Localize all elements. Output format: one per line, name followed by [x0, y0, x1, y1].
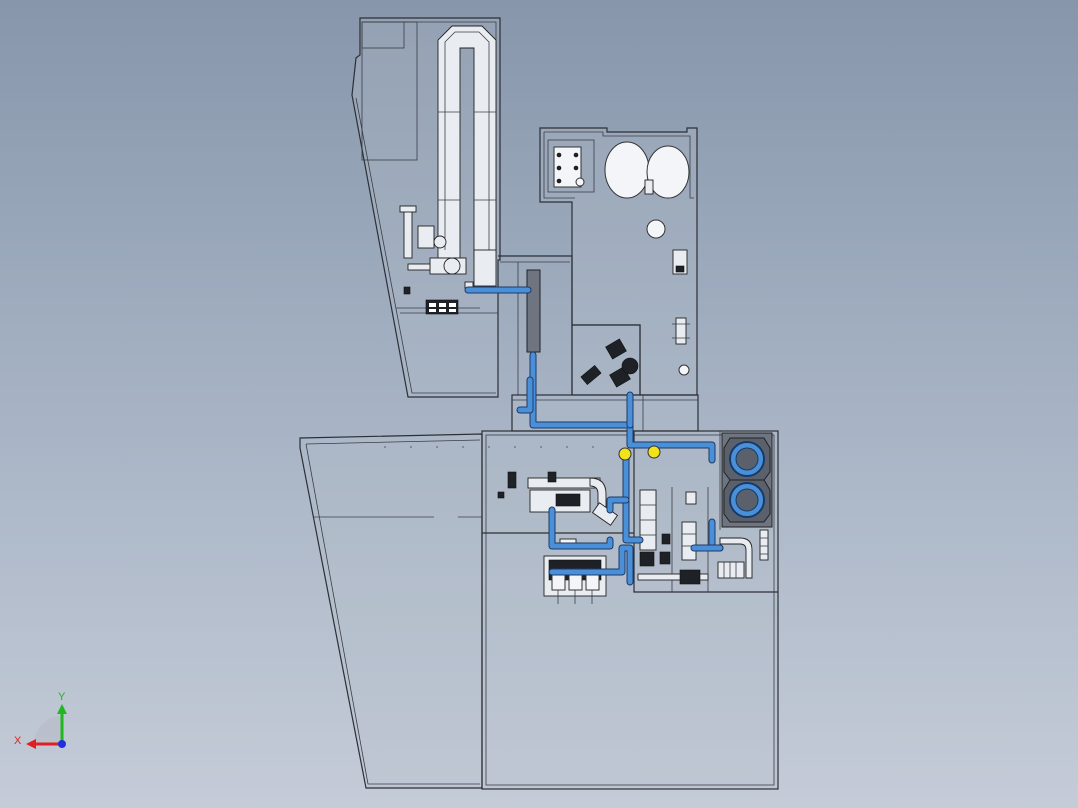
storage-room-small: [547, 139, 595, 193]
stair-unit: [759, 529, 769, 561]
duct-process-feed: [607, 497, 629, 513]
valves: [618, 445, 661, 461]
coordinate-axes-icon[interactable]: Y X: [14, 691, 67, 749]
rack-post-2: [573, 152, 579, 158]
vertical-duct-column: [526, 269, 541, 353]
upper-right-inner-wall: [544, 131, 694, 199]
machine-roller-a: [433, 235, 447, 249]
utility-column: [685, 491, 697, 505]
robot-base: [621, 357, 639, 375]
control-cabinet-window-1: [429, 303, 436, 307]
fan-2-hub: [735, 488, 759, 512]
valve-icon: [618, 447, 632, 461]
upper-right-wing: [539, 127, 698, 396]
rack-post-1: [556, 152, 562, 158]
control-cabinet-window-3: [449, 303, 456, 307]
upper-left-corner-box: [361, 21, 405, 49]
lower-left-sloped-wing: [299, 433, 483, 789]
ductwork: [464, 286, 724, 586]
duct-skid-feed: [549, 545, 633, 585]
stacking-unit: [717, 561, 745, 579]
narrow-unit: [675, 317, 687, 345]
rack-post-4: [573, 165, 579, 171]
conveyor-drive: [679, 569, 701, 585]
rack-post-3: [556, 165, 562, 171]
storage-tank-left: [604, 141, 650, 199]
horizontal-conveyor: [637, 573, 709, 581]
robot-arm: [580, 364, 602, 386]
process-line-top: [527, 477, 601, 489]
control-cabinet-window-6: [449, 309, 456, 312]
u-conveyor: [437, 25, 497, 287]
x-axis-arrowhead: [26, 739, 36, 749]
lower-left-inner-slope: [305, 443, 480, 785]
duct-down-branch: [623, 452, 643, 543]
round-vessel: [646, 219, 666, 239]
utility-equipment: [637, 489, 769, 585]
process-equipment: [497, 471, 619, 550]
u-conveyor-end-unit: [473, 249, 497, 287]
upper-left-wing-inner-slope: [355, 97, 496, 394]
robot-pallet-1: [605, 338, 627, 360]
utility-cabinet: [681, 521, 697, 561]
machine-arm: [407, 263, 431, 271]
utility-block-3: [659, 551, 671, 565]
y-axis-label: Y: [58, 691, 66, 703]
small-cabinet-base: [675, 265, 685, 273]
rack-round-item: [575, 177, 585, 187]
column-cap: [399, 205, 417, 213]
duct-main-trunk: [530, 352, 715, 463]
process-sensor: [497, 491, 505, 499]
fan-1-hub: [735, 447, 759, 471]
floor-drain: [678, 364, 690, 376]
control-cabinet-window-5: [439, 309, 446, 312]
machine-sensor: [403, 286, 411, 295]
x-axis-label: X: [14, 735, 22, 747]
process-feeder: [507, 471, 517, 489]
upper-right-inner-wall-2: [543, 132, 575, 199]
rack-post-5: [556, 178, 562, 184]
duct-lower-loop: [549, 507, 613, 549]
fan-room: [721, 432, 773, 528]
utility-room-wall: [633, 431, 778, 593]
curved-conveyor: [719, 537, 753, 579]
machine-block-a: [417, 225, 435, 249]
upper-left-wing-outline: [351, 17, 501, 398]
duct-branch-left: [517, 377, 533, 413]
u-conveyor-rail: [444, 31, 490, 250]
triad-plane: [34, 716, 62, 744]
z-axis-dot: [58, 740, 66, 748]
upper-left-wing: [351, 17, 501, 398]
upper-left-machinery: [399, 205, 474, 315]
machine-roller-b: [443, 257, 461, 275]
lower-left-inner-wall: [305, 439, 481, 445]
utility-block-1: [661, 533, 671, 545]
control-cabinet-window-4: [429, 309, 436, 312]
y-axis-arrowhead: [57, 704, 67, 714]
control-cabinet-window-2: [439, 303, 446, 307]
process-hopper: [547, 471, 557, 483]
process-motor: [555, 493, 581, 507]
vertical-column: [403, 205, 413, 259]
storage-tank-right: [646, 145, 690, 199]
tank-connector: [644, 179, 654, 195]
utility-block-2: [639, 551, 655, 567]
valve-icon: [647, 445, 661, 459]
